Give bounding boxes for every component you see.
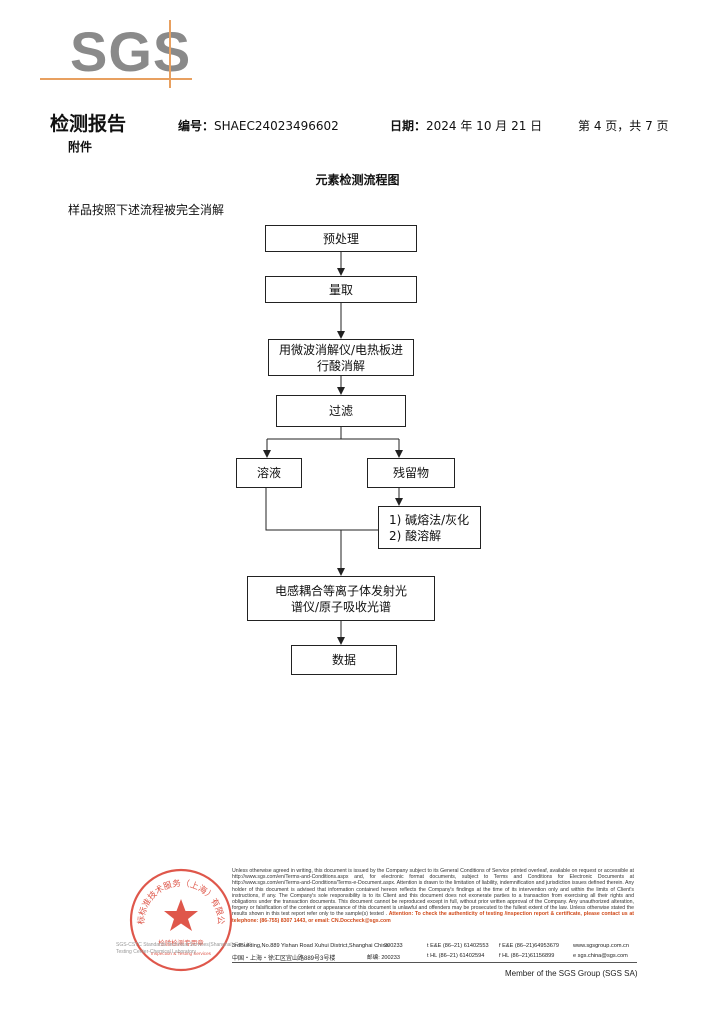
flow-step-label: 数据	[331, 653, 356, 667]
flow-step-data: 数据	[291, 645, 397, 675]
website-link[interactable]: www.sgsgroup.com.cn	[573, 943, 629, 949]
address-en: 3rdBuilding,No.889 Yishan Road Xuhui Dis…	[232, 943, 389, 949]
flow-step-label-line2: 2) 酸溶解	[389, 528, 442, 543]
footer-divider	[232, 962, 637, 963]
flow-step-label-line2: 谱仪/原子吸收光谱	[290, 599, 392, 614]
report-number-label: 编号：	[178, 119, 215, 133]
logo-accent-line	[40, 78, 192, 80]
flow-step-label-line2: 行酸消解	[316, 358, 365, 373]
seal-english: Inspection & Testing Services	[151, 951, 212, 956]
flow-step-label: 量取	[328, 282, 353, 297]
report-date-value: 2024 年 10 月 21 日	[426, 119, 543, 133]
flow-step-icp-analysis: 电感耦合等离子体发射光谱仪/原子吸收光谱	[247, 576, 435, 621]
fax-hl: f HL (86–21)61156899	[499, 953, 555, 959]
attachment-label: 附件	[68, 140, 93, 154]
report-number: 编号：SHAEC24023496602	[178, 117, 339, 134]
fax-ee: f E&E (86–21)64953679	[499, 943, 560, 949]
page-info: 第 4 页，共 7 页	[578, 119, 669, 133]
flow-step-measure: 量取	[265, 276, 417, 303]
postcode-cn-label: 邮编:	[367, 955, 380, 961]
flow-step-pretreatment: 预处理	[265, 225, 417, 252]
seal-purpose: 检验检测专用章	[158, 938, 204, 947]
tel-hl: t HL (86–21) 61402594	[427, 953, 485, 959]
flow-step-label-line1: 电感耦合等离子体发射光	[274, 583, 407, 598]
flow-step-label-line1: 1) 碱熔法/灰化	[389, 512, 470, 527]
seal-star-icon	[164, 899, 198, 931]
flow-branch-solution: 溶液	[236, 458, 302, 488]
flow-step-label-line1: 用微波消解仪/电热板进	[278, 342, 404, 357]
tel-ee: t E&E (86–21) 61402553	[427, 943, 489, 949]
section-title: 元素检测流程图	[315, 173, 400, 187]
flow-branch-residue: 残留物	[367, 458, 455, 488]
flow-step-label: 溶液	[256, 466, 281, 480]
postcode-cn: 邮编: 200233	[367, 953, 400, 961]
company-seal: 通标标准技术服务（上海）有限公司 检验检测专用章 Inspection & Te…	[126, 865, 233, 972]
logo-accent-vertical	[169, 20, 171, 88]
flow-step-label: 过滤	[328, 404, 353, 418]
postcode-en: 200233	[384, 943, 403, 949]
email-link[interactable]: e sgs.china@sgs.com	[573, 953, 628, 959]
sgs-company-line1: SGS-CSTC Standards Technical Services(Sh…	[116, 942, 253, 948]
intro-text: 样品按照下述流程被完全消解	[68, 203, 225, 217]
footer-disclaimer: Unless otherwise agreed in writing, this…	[232, 868, 634, 924]
report-date: 日期：2024 年 10 月 21 日	[390, 117, 542, 134]
flow-step-label: 预处理	[322, 231, 359, 246]
postcode-cn-value: 200233	[381, 955, 400, 961]
sgs-company-line2: Testing Center-Chemical Laboratory	[116, 949, 197, 955]
disclaimer-text: Unless otherwise agreed in writing, this…	[232, 868, 634, 918]
sgs-company-text: SGS-CSTC Standards Technical Services(Sh…	[116, 942, 252, 956]
report-date-label: 日期：	[390, 119, 427, 133]
flow-step-filtration: 过滤	[276, 395, 406, 427]
authenticity-notice: Attention: To check the authenticity of …	[232, 911, 634, 924]
report-number-value: SHAEC24023496602	[214, 119, 339, 133]
address-cn: 中国・上海・徐汇区宜山路889号3号楼	[232, 956, 336, 962]
flow-step-label: 残留物	[392, 466, 429, 480]
flow-step-digestion: 用微波消解仪/电热板进行酸消解	[268, 339, 414, 376]
sgs-member-text: Member of the SGS Group (SGS SA)	[505, 969, 638, 978]
report-title: 检测报告	[50, 113, 127, 135]
solution-path	[265, 488, 341, 531]
